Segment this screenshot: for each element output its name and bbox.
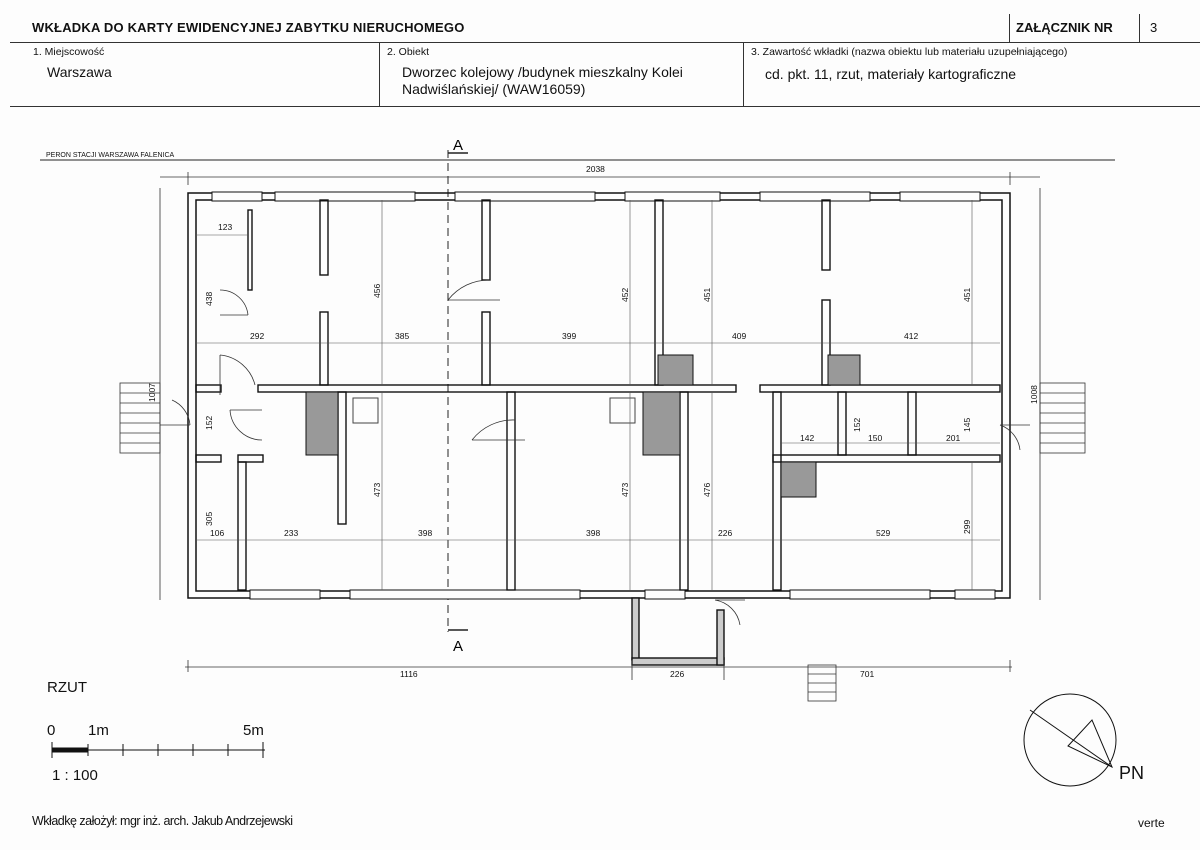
verte-label: verte bbox=[1138, 816, 1165, 830]
dim-room-bottom-4: 398 bbox=[586, 528, 600, 538]
left-steps bbox=[119, 382, 161, 454]
dim-left-corridor: 152 bbox=[204, 416, 214, 430]
annex-number: 3 bbox=[1150, 20, 1158, 35]
north-label: PN bbox=[1119, 763, 1145, 783]
field-locality-label: 1. Miejscowość bbox=[33, 46, 105, 58]
scale-bar bbox=[51, 742, 265, 758]
right-steps bbox=[1039, 382, 1086, 454]
dim-room-bottom-3: 398 bbox=[418, 528, 432, 538]
dim-room-bottom-1: 106 bbox=[210, 528, 224, 538]
dim-room-top-2: 385 bbox=[395, 331, 409, 341]
dim-room-height-6: 473 bbox=[620, 483, 630, 497]
interior-walls bbox=[195, 199, 1001, 591]
room-dimension-lines bbox=[196, 234, 1000, 541]
header-divider bbox=[1139, 14, 1140, 42]
rear-steps bbox=[807, 664, 837, 702]
header-divider bbox=[743, 42, 744, 106]
field-object-value-line1: Dworzec kolejowy /budynek mieszkalny Kol… bbox=[402, 64, 683, 80]
chimneys bbox=[305, 354, 861, 498]
dim-top-left-room: 123 bbox=[218, 222, 232, 232]
field-object-value-line2: Nadwiślańskiej/ (WAW16059) bbox=[402, 81, 586, 97]
dim-room-height-9: 305 bbox=[204, 512, 214, 526]
scale-ratio: 1 : 100 bbox=[52, 767, 98, 784]
scale-tick-5m: 5m bbox=[243, 722, 264, 739]
dim-room-height-1: 456 bbox=[372, 284, 382, 298]
dim-room-height-3: 451 bbox=[702, 288, 712, 302]
dim-room-top-3: 399 bbox=[562, 331, 576, 341]
field-locality-value: Warszawa bbox=[47, 64, 112, 80]
dim-bottom-left: 1116 bbox=[400, 669, 418, 679]
dim-room-bottom-6: 529 bbox=[876, 528, 890, 538]
header-rule bbox=[10, 106, 1200, 107]
dim-room-top-4: 409 bbox=[732, 331, 746, 341]
dim-room-height-8: 299 bbox=[962, 520, 972, 534]
dim-right-mid-b: 152 bbox=[852, 418, 862, 432]
dim-room-bottom-2: 233 bbox=[284, 528, 298, 538]
dim-right-mid-d: 201 bbox=[946, 433, 960, 443]
scale-tick-0: 0 bbox=[47, 722, 56, 739]
document-title: WKŁADKA DO KARTY EWIDENCYJNEJ ZABYTKU NI… bbox=[32, 20, 465, 35]
dim-bottom-porch: 226 bbox=[670, 669, 684, 679]
section-marker-top: A bbox=[453, 137, 463, 154]
header-divider bbox=[1009, 14, 1010, 42]
section-marker-bottom: A bbox=[453, 638, 463, 655]
stoves bbox=[352, 397, 636, 424]
dim-room-height-4: 451 bbox=[962, 288, 972, 302]
dim-room-height-2: 452 bbox=[620, 288, 630, 302]
dim-top-left-height: 438 bbox=[204, 292, 214, 306]
dim-bottom-right: 701 bbox=[860, 669, 874, 679]
annex-label: ZAŁĄCZNIK NR bbox=[1016, 20, 1113, 35]
dim-right-corridor: 145 bbox=[962, 418, 972, 432]
dim-left-depth: 1007 bbox=[147, 383, 157, 402]
dim-room-height-5: 473 bbox=[372, 483, 382, 497]
header-rule bbox=[10, 42, 1200, 43]
dim-room-top-1: 292 bbox=[250, 331, 264, 341]
dim-overall-width: 2038 bbox=[586, 164, 605, 174]
field-object-label: 2. Obiekt bbox=[387, 46, 430, 58]
outer-walls bbox=[187, 192, 1011, 599]
north-arrow-icon bbox=[1023, 693, 1117, 787]
room-height-lines bbox=[381, 200, 973, 590]
platform-label: PERON STACJI WARSZAWA FALENICA bbox=[46, 152, 175, 159]
dim-room-top-5: 412 bbox=[904, 331, 918, 341]
dim-room-height-7: 476 bbox=[702, 483, 712, 497]
dim-right-depth: 1008 bbox=[1029, 385, 1039, 404]
dim-right-mid-a: 142 bbox=[800, 433, 814, 443]
drawing-name: RZUT bbox=[47, 679, 87, 696]
author-note: Wkładkę założył: mgr inż. arch. Jakub An… bbox=[32, 814, 293, 828]
scale-tick-1m: 1m bbox=[88, 722, 109, 739]
field-content-value: cd. pkt. 11, rzut, materiały kartografic… bbox=[765, 66, 1017, 82]
dim-right-mid-c: 150 bbox=[868, 433, 882, 443]
field-content-label: 3. Zawartość wkładki (nazwa obiektu lub … bbox=[751, 46, 1068, 58]
dim-room-bottom-5: 226 bbox=[718, 528, 732, 538]
header-divider bbox=[379, 42, 380, 106]
windows bbox=[211, 191, 996, 600]
door-swings bbox=[160, 279, 1030, 626]
porch bbox=[631, 597, 725, 666]
